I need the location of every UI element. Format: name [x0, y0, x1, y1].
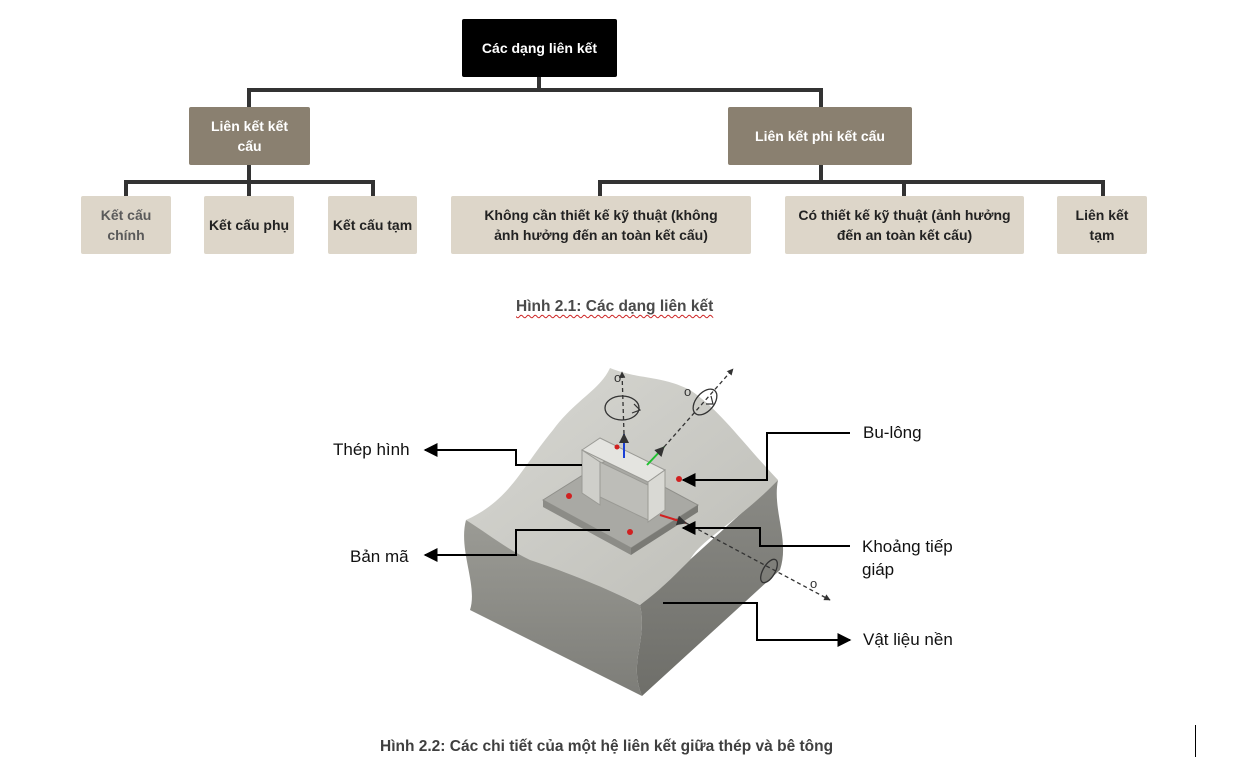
axis-label-horizontal: o	[810, 576, 817, 591]
leaf-engineering-design: Có thiết kế kỹ thuật (ảnh hưởng đến an t…	[785, 196, 1024, 254]
leaf-label: Kết cấu tạm	[332, 216, 413, 233]
leaf-label: Không cần thiết kế kỹ thuật (không ảnh h…	[484, 206, 718, 243]
text-cursor	[1195, 725, 1196, 757]
steel-flange-left	[581, 449, 601, 506]
non-structural-node-label: Liên kết phi kết cấu	[755, 127, 885, 144]
label-steel-section: Thép hình	[333, 439, 410, 462]
leaf-label: Có thiết kế kỹ thuật (ảnh hưởng đến an t…	[798, 206, 1011, 243]
label-text: Bản mã	[350, 547, 409, 566]
caption-text: Hình 2.1: Các dạng liên kết	[516, 298, 714, 315]
base-plate-edge	[543, 500, 631, 555]
figure-2-1-caption: Hình 2.1: Các dạng liên kết	[516, 298, 713, 316]
structural-node: Liên kết kết cấu	[189, 107, 310, 165]
axis-symbol: o	[684, 384, 692, 399]
label-base-material: Vật liệu nền	[863, 629, 953, 652]
figure-2-2-caption: Hình 2.2: Các chi tiết của một hệ liên k…	[380, 738, 833, 756]
steel-flange-right	[647, 469, 666, 523]
leaf-label: Kết cấu phụ	[208, 216, 290, 233]
axis-symbol: o	[614, 370, 622, 385]
leaf-temporary-connection: Liên kết tạm	[1057, 196, 1147, 254]
axis-symbol: o	[810, 576, 818, 591]
axis-label-diagonal: o	[684, 384, 691, 399]
leaf-secondary-structure: Kết cấu phụ	[204, 196, 294, 254]
label-text: Bu-lông	[863, 423, 922, 442]
concrete-right-face	[636, 480, 784, 696]
leaf-label: Liên kết tạm	[1075, 206, 1129, 243]
tree-connectors	[124, 75, 1105, 198]
root-node-label: Các dạng liên kết	[481, 39, 598, 56]
label-bolt: Bu-lông	[863, 422, 922, 445]
structural-node-label: Liên kết kết cấu	[210, 117, 289, 154]
axis-label-vertical: o	[614, 370, 621, 385]
label-text: Khoảng tiếp giáp	[862, 537, 953, 579]
leaf-no-engineering-design: Không cần thiết kế kỹ thuật (không ảnh h…	[451, 196, 751, 254]
leaf-temporary-structure: Kết cấu tạm	[328, 196, 417, 254]
label-contact-gap: Khoảng tiếp giáp	[862, 536, 972, 582]
caption-text: Hình 2.2: Các chi tiết của một hệ liên k…	[380, 738, 834, 755]
root-node: Các dạng liên kết	[462, 19, 617, 77]
label-text: Thép hình	[333, 440, 410, 459]
non-structural-node: Liên kết phi kết cấu	[728, 107, 912, 165]
label-text: Vật liệu nền	[863, 630, 953, 649]
leaf-label: Kết cấu chính	[100, 206, 152, 243]
leaf-main-structure: Kết cấu chính	[81, 196, 171, 254]
concrete-left-face	[464, 520, 642, 696]
label-base-plate: Bản mã	[350, 546, 409, 569]
